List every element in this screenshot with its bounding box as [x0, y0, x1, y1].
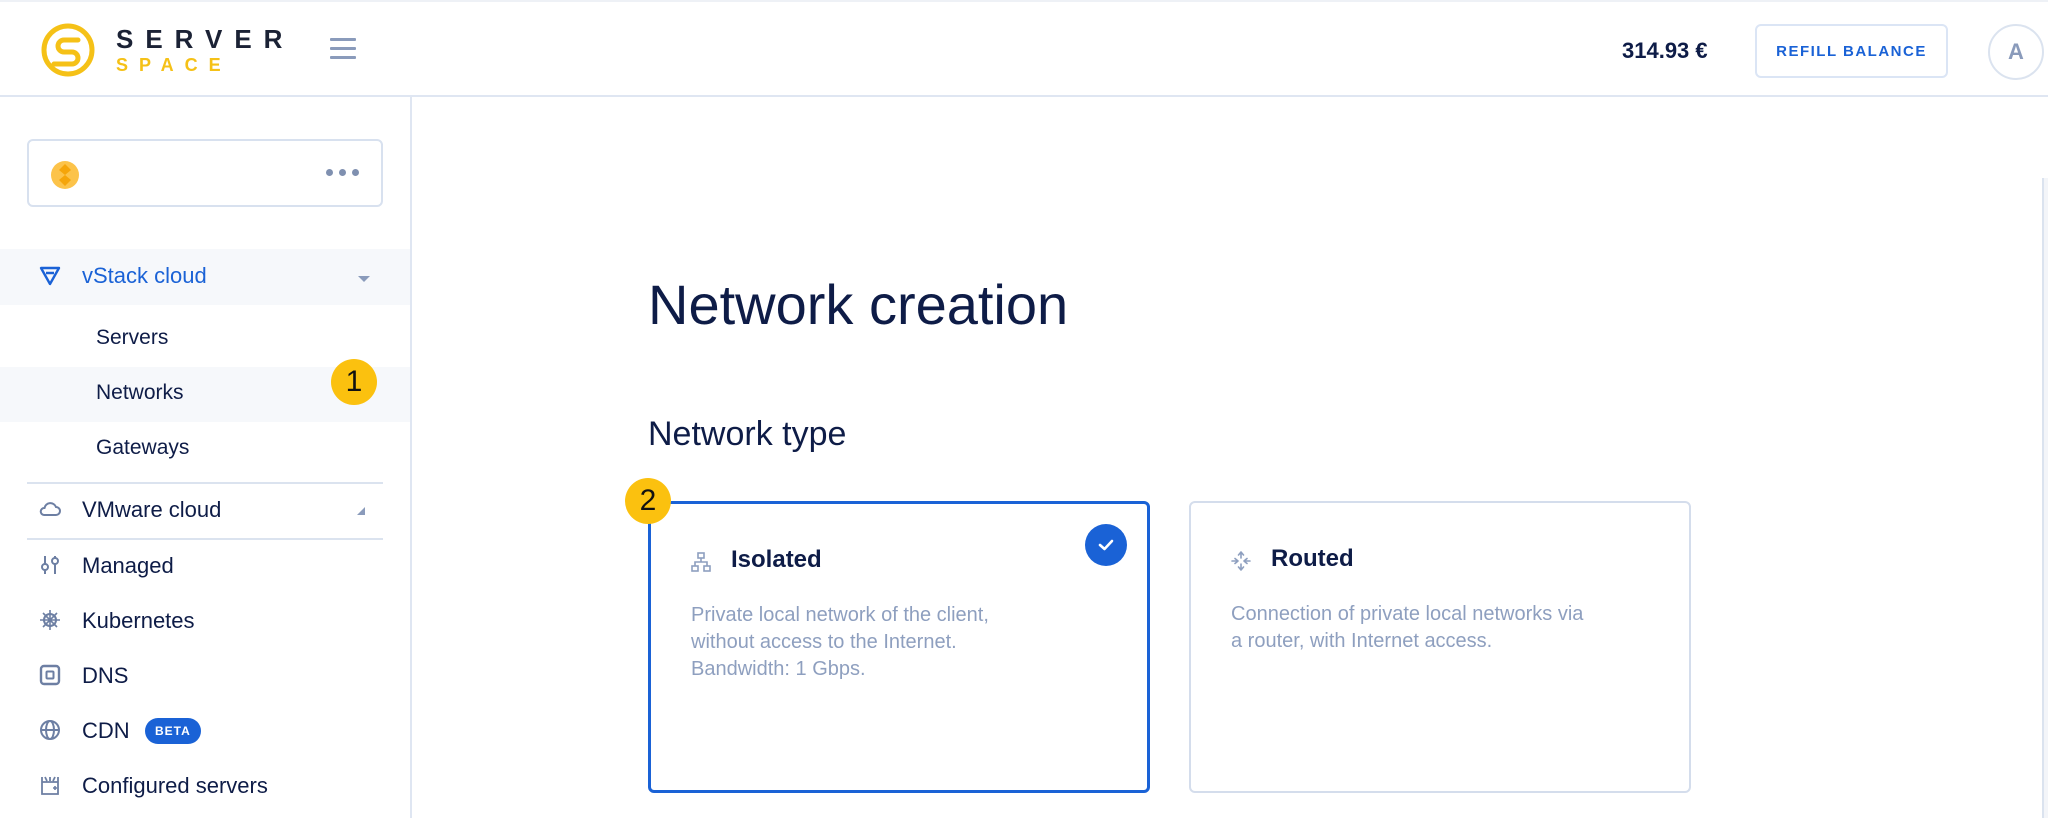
- annotation-marker-2: 2: [625, 478, 671, 524]
- section-title-network-type: Network type: [648, 415, 847, 453]
- sidebar-item-label: DNS: [82, 663, 129, 688]
- top-header: SERVER SPACE 314.93 € REFILL BALANCE A: [0, 0, 2048, 97]
- page-title: Network creation: [648, 273, 1069, 336]
- sidebar-item-managed[interactable]: Managed: [0, 541, 410, 593]
- refill-balance-button[interactable]: REFILL BALANCE: [1755, 24, 1948, 78]
- sidebar-item-label: CDN: [82, 718, 130, 743]
- sidebar-group-vmware-cloud[interactable]: VMware cloud: [0, 485, 410, 537]
- logo-text-server: SERVER: [116, 24, 295, 54]
- project-avatar-icon: [51, 161, 79, 189]
- sidebar-item-label: Configured servers: [82, 773, 268, 798]
- hamburger-menu-icon[interactable]: [330, 38, 356, 60]
- serverspace-logo[interactable]: SERVER SPACE: [40, 22, 294, 78]
- serverspace-logo-icon: [41, 23, 95, 77]
- network-type-card-isolated[interactable]: Isolated Private local network of the cl…: [648, 501, 1150, 793]
- chevron-down-icon: [358, 276, 370, 282]
- sidebar: vStack cloud Servers Networks 1 Gateways…: [0, 97, 412, 818]
- sidebar-item-kubernetes[interactable]: Kubernetes: [0, 596, 410, 648]
- account-balance: 314.93 €: [1622, 38, 1708, 63]
- card-title: Isolated: [731, 546, 822, 573]
- sidebar-item-gateways[interactable]: Gateways: [0, 422, 410, 477]
- user-avatar[interactable]: A: [1988, 24, 2044, 80]
- cloud-icon: [39, 502, 61, 516]
- sidebar-item-label: Servers: [96, 326, 169, 349]
- card-title: Routed: [1271, 545, 1354, 572]
- vstack-icon: [39, 266, 61, 286]
- dns-icon: [39, 664, 61, 686]
- card-description-line: Private local network of the client,: [691, 604, 989, 626]
- sidebar-item-label: Kubernetes: [82, 608, 195, 633]
- main-content: Network creation Network type Isolated P…: [412, 97, 2048, 818]
- beta-badge: BETA: [145, 718, 201, 744]
- annotation-marker-1: 1: [331, 359, 377, 405]
- selected-check-icon: [1085, 524, 1127, 566]
- sidebar-item-label: Networks: [96, 381, 184, 404]
- sidebar-item-configured-servers[interactable]: Configured servers: [0, 761, 410, 813]
- sidebar-item-label: Gateways: [96, 436, 190, 459]
- card-description: Private local network of the client, wit…: [691, 602, 1111, 683]
- scrollbar[interactable]: [2042, 178, 2048, 818]
- sidebar-group-label: VMware cloud: [82, 497, 222, 522]
- card-description: Connection of private local networks via…: [1231, 601, 1651, 655]
- logo-text-space: SPACE: [116, 55, 232, 75]
- globe-icon: [40, 720, 60, 740]
- card-description-line: without access to the Internet.: [691, 631, 957, 653]
- sidebar-item-cdn[interactable]: CDN BETA: [0, 706, 410, 758]
- card-description-line: Connection of private local networks via: [1231, 603, 1584, 625]
- routed-arrows-icon: [1231, 551, 1251, 571]
- project-selector[interactable]: [27, 139, 383, 207]
- card-description-line: Bandwidth: 1 Gbps.: [691, 658, 866, 680]
- sidebar-group-label: vStack cloud: [82, 263, 207, 288]
- card-description-line: a router, with Internet access.: [1231, 630, 1493, 652]
- sidebar-divider: [27, 538, 383, 540]
- sidebar-item-dns[interactable]: DNS: [0, 651, 410, 703]
- sliders-icon: [41, 556, 59, 574]
- more-dots-icon[interactable]: [322, 165, 363, 180]
- network-type-card-routed[interactable]: Routed Connection of private local netwo…: [1189, 501, 1691, 793]
- sidebar-divider: [27, 482, 383, 484]
- network-hierarchy-icon: [691, 552, 711, 572]
- collapsed-caret-icon: [357, 507, 365, 515]
- configured-servers-icon: [41, 776, 59, 795]
- sidebar-item-servers[interactable]: Servers: [0, 312, 410, 367]
- sidebar-item-label: Managed: [82, 553, 174, 578]
- sidebar-group-vstack-cloud[interactable]: vStack cloud: [0, 249, 410, 305]
- kubernetes-helm-icon: [40, 610, 60, 630]
